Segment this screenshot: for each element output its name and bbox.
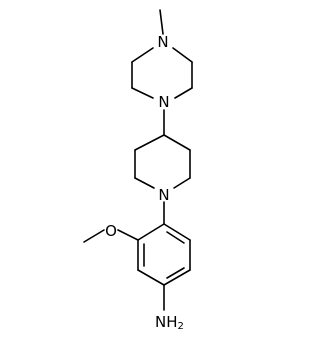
bond-o-methyl bbox=[83, 229, 105, 243]
bond-pz-n1-c2 bbox=[172, 47, 193, 63]
atom-amine: NH2 bbox=[155, 313, 184, 332]
bond-pz-c3-n4 bbox=[174, 87, 193, 99]
atom-n-piperidine: N bbox=[158, 186, 169, 204]
bond-ar-c1-c2 bbox=[137, 223, 165, 241]
bond-pip-c2-n1 bbox=[173, 177, 191, 189]
bond-pip-c4-c3 bbox=[163, 134, 191, 151]
atom-n-piperazine-bottom: N bbox=[158, 93, 169, 111]
bond-ar-double-2 bbox=[166, 267, 185, 279]
bond-pip-n1-c6 bbox=[134, 177, 155, 189]
atom-o-methoxy: O bbox=[105, 222, 117, 240]
bond-pip-c5-c4 bbox=[134, 134, 165, 151]
bond-pz-c6-n1 bbox=[131, 47, 154, 63]
bond-ar-c3-c4 bbox=[137, 269, 165, 286]
amine-nh-label: NH bbox=[155, 313, 178, 331]
bond-pz-n4-c5 bbox=[131, 87, 154, 99]
bond-ar-double-3 bbox=[166, 231, 185, 244]
bond-methyl-n bbox=[159, 9, 164, 35]
amine-subscript: 2 bbox=[178, 321, 184, 332]
atom-n-piperazine-top: N bbox=[157, 33, 168, 51]
bond-ar-c4-c5 bbox=[163, 269, 191, 286]
bond-ar-c6-c1 bbox=[163, 223, 191, 241]
bond-ar-o bbox=[117, 229, 139, 241]
